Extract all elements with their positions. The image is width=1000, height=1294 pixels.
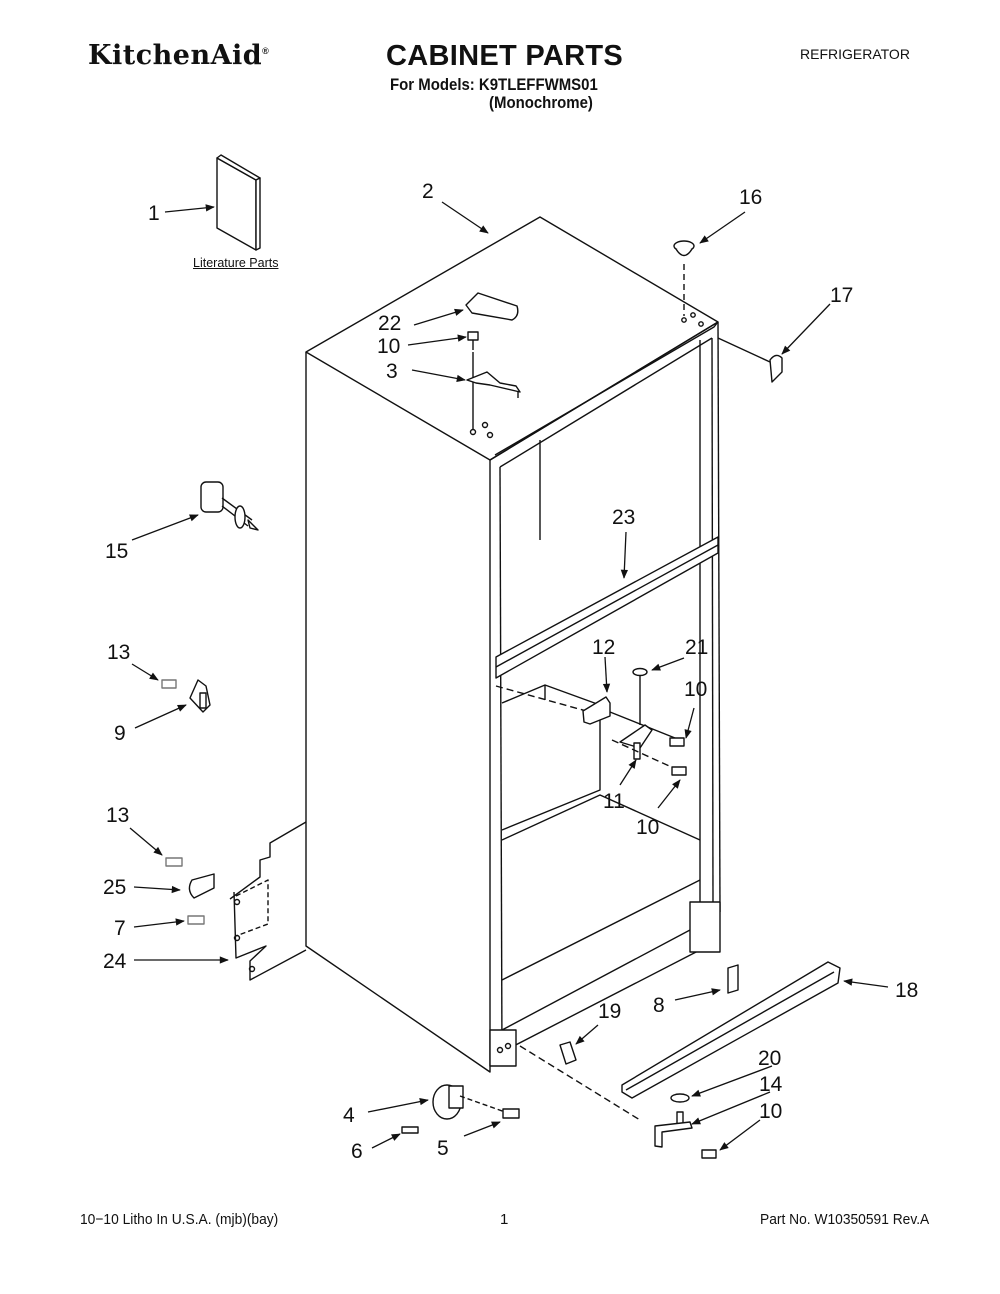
- leader-25: [133, 885, 181, 894]
- variant-line: (Monochrome): [489, 93, 593, 112]
- callout-11[interactable]: 11: [603, 790, 625, 813]
- callout-10-top[interactable]: 10: [377, 335, 400, 358]
- callout-10-center-lower[interactable]: 10: [636, 816, 659, 839]
- callout-3[interactable]: 3: [386, 360, 398, 383]
- leader-4: [367, 1098, 429, 1113]
- callout-2[interactable]: 2: [422, 180, 434, 203]
- models-line: For Models: K9TLEFFWMS01: [390, 75, 598, 94]
- bottom-hinge-icon: [654, 901, 721, 1159]
- callout-19[interactable]: 19: [598, 1000, 621, 1023]
- callout-4[interactable]: 4: [343, 1104, 355, 1127]
- callout-1[interactable]: 1: [148, 202, 160, 225]
- divider-trim: [495, 536, 719, 679]
- leader-14: [691, 1091, 771, 1125]
- leader-21: [651, 657, 685, 671]
- page-title: CABINET PARTS: [386, 40, 623, 72]
- leader-11: [619, 759, 637, 786]
- clip-19-icon: [519, 1041, 641, 1121]
- leader-5: [463, 1121, 501, 1137]
- top-hinge-screw-icon: [467, 331, 479, 430]
- clip-9-icon: [161, 679, 211, 713]
- top-hinge-icon: [466, 371, 521, 439]
- leader-2: [441, 201, 489, 234]
- callout-12[interactable]: 12: [592, 636, 615, 659]
- callout-10-bottom[interactable]: 10: [759, 1100, 782, 1123]
- part-number: Part No. W10350591 Rev.A: [760, 1211, 930, 1228]
- literature-parts-link[interactable]: Literature Parts: [193, 256, 279, 270]
- callout-16[interactable]: 16: [739, 186, 762, 209]
- center-hinge-bracket-icon: [495, 667, 687, 776]
- leader-13b: [129, 827, 163, 856]
- leader-15: [131, 514, 199, 541]
- page-number: 1: [500, 1211, 509, 1228]
- callout-15[interactable]: 15: [105, 540, 128, 563]
- leader-10b: [684, 707, 695, 739]
- litho-info: 10−10 Litho In U.S.A. (mjb)(bay): [80, 1211, 279, 1228]
- hinge-cover-icon: [465, 292, 519, 321]
- leader-19: [575, 1024, 599, 1045]
- leader-8: [674, 988, 721, 1001]
- callout-25[interactable]: 25: [103, 876, 126, 899]
- clip-8-icon: [727, 964, 739, 994]
- callout-21[interactable]: 21: [685, 636, 708, 659]
- leveling-leg-icon: [401, 1029, 520, 1134]
- leader-10a: [407, 334, 467, 346]
- door-stop-icon: [200, 481, 259, 531]
- leader-16: [699, 211, 746, 244]
- leader-10c: [657, 779, 681, 809]
- category-label: REFRIGERATOR: [800, 46, 910, 62]
- brand-name: KitchenAid: [88, 40, 263, 71]
- brand-logo: KitchenAid®: [88, 40, 269, 71]
- leader-7: [133, 918, 185, 928]
- literature-booklet-icon: [216, 154, 261, 251]
- callout-10-center-upper[interactable]: 10: [684, 678, 707, 701]
- leader-6: [371, 1133, 401, 1149]
- callout-24[interactable]: 24: [103, 950, 127, 973]
- callout-8[interactable]: 8: [653, 994, 665, 1017]
- leader-1: [164, 204, 215, 213]
- leader-3: [411, 369, 466, 383]
- callout-13-lower[interactable]: 13: [106, 804, 129, 827]
- callout-20[interactable]: 20: [758, 1047, 781, 1070]
- callout-22[interactable]: 22: [378, 312, 401, 335]
- leader-18: [843, 978, 889, 988]
- callout-9[interactable]: 9: [114, 722, 126, 745]
- leader-10d: [719, 1119, 761, 1151]
- callout-6[interactable]: 6: [351, 1140, 363, 1163]
- plug-button-icon: [673, 240, 704, 327]
- callout-18[interactable]: 18: [895, 979, 918, 1002]
- callout-23[interactable]: 23: [612, 506, 635, 529]
- callout-7[interactable]: 7: [114, 917, 126, 940]
- callout-5[interactable]: 5: [437, 1137, 449, 1160]
- leader-22: [413, 308, 464, 326]
- hinge-cap-cover-icon: [717, 337, 783, 383]
- leader-9: [134, 704, 187, 729]
- leader-23: [620, 531, 628, 579]
- callout-13-upper[interactable]: 13: [107, 641, 130, 664]
- leader-20: [691, 1065, 773, 1097]
- leader-13a: [131, 663, 159, 681]
- registered-mark: ®: [262, 46, 270, 56]
- leader-12: [602, 656, 611, 693]
- callout-17[interactable]: 17: [830, 284, 853, 307]
- cabinet-shell: [305, 216, 721, 1073]
- leader-17: [781, 303, 831, 355]
- callout-14[interactable]: 14: [759, 1073, 783, 1096]
- toe-grille-icon: [621, 961, 841, 1099]
- left-mounting-bracket-icon: [165, 821, 307, 981]
